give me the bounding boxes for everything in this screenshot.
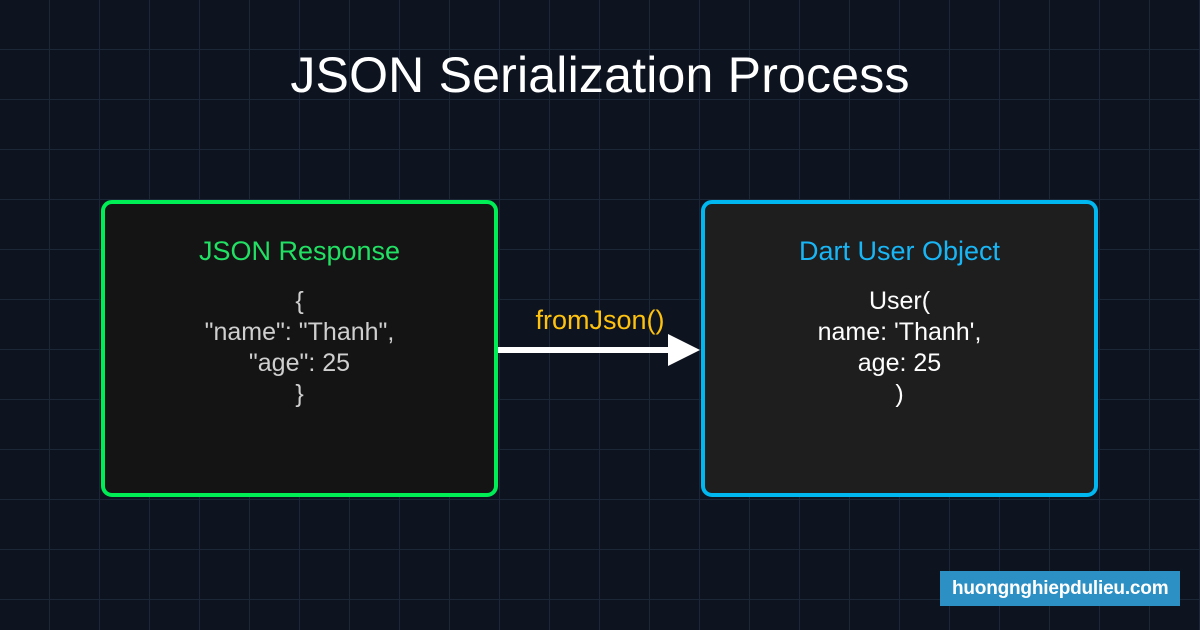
dart-user-object-node: Dart User Object User( name: 'Thanh', ag… [701, 200, 1098, 497]
from-json-label: fromJson() [535, 305, 665, 335]
dart-user-object-heading: Dart User Object [798, 236, 1001, 266]
json-response-node: JSON Response { "name": "Thanh", "age": … [101, 200, 498, 497]
json-response-body: { "name": "Thanh", "age": 25 } [204, 287, 395, 408]
dart-user-object-body: User( name: 'Thanh', age: 25 ) [817, 287, 982, 408]
json-response-heading: JSON Response [198, 236, 401, 266]
page-title: JSON Serialization Process [290, 47, 910, 103]
flow-arrow-icon [498, 334, 700, 366]
watermark-badge: huongnghiepdulieu.com [940, 571, 1181, 606]
